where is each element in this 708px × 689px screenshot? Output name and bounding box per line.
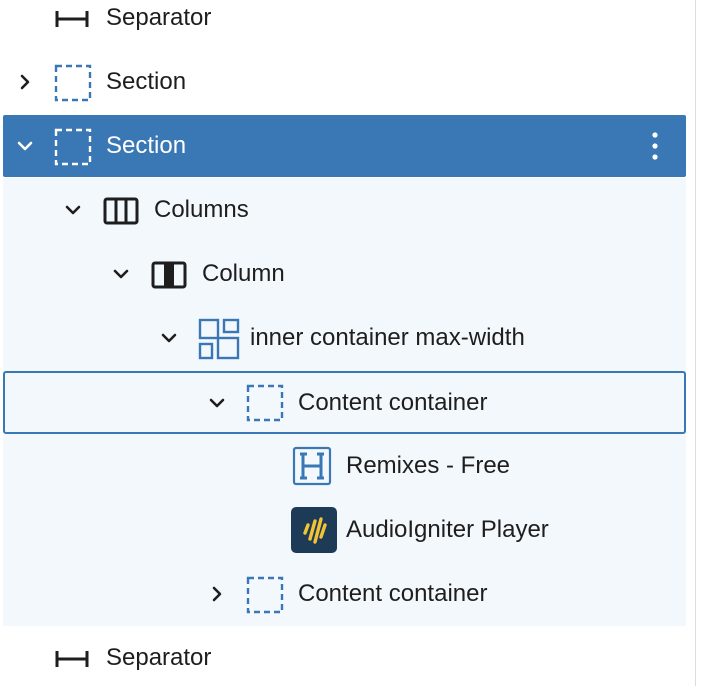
separator-icon (55, 651, 89, 667)
section-icon (54, 64, 92, 102)
tree-item-inner-container[interactable]: inner container max-width (3, 307, 686, 369)
chevron-down-icon[interactable] (63, 200, 83, 220)
container-icon (246, 384, 284, 422)
heading-icon (292, 446, 332, 486)
chevron-down-icon[interactable] (159, 328, 179, 348)
tree-item-label: Content container (298, 580, 488, 607)
tree-item-content-container[interactable]: Content container (3, 563, 686, 625)
tree-item-content-container-focused[interactable]: Content container (3, 371, 686, 434)
tree-item-separator[interactable]: Separator (3, 627, 686, 689)
tree-item-section[interactable]: Section (3, 51, 686, 113)
chevron-down-icon[interactable] (207, 393, 227, 413)
chevron-down-icon[interactable] (111, 264, 131, 284)
tree-item-label: Section (106, 132, 187, 159)
list-view-panel: Separator Section Section (3, 0, 686, 689)
chevron-right-icon[interactable] (15, 72, 35, 92)
selected-group-background (3, 178, 686, 626)
chevron-down-icon[interactable] (15, 136, 35, 156)
separator-icon (55, 11, 89, 27)
chevron-right-icon[interactable] (207, 584, 227, 604)
grid-layout-icon (198, 318, 240, 360)
section-icon (54, 128, 92, 166)
scrollbar-divider (695, 0, 696, 686)
tree-item-label: Section (106, 68, 187, 95)
tree-item-separator[interactable]: Separator (3, 0, 686, 49)
audioigniter-icon (291, 507, 337, 553)
tree-item-label: Separator (106, 644, 212, 671)
tree-item-label: Column (202, 260, 285, 287)
tree-item-columns[interactable]: Columns (3, 179, 686, 241)
tree-item-label: Remixes - Free (346, 452, 511, 479)
tree-item-label: AudioIgniter Player (346, 516, 549, 543)
tree-item-label: inner container max-width (250, 324, 525, 351)
more-vertical-icon[interactable] (648, 131, 662, 161)
tree-item-column[interactable]: Column (3, 243, 686, 305)
tree-item-audioigniter[interactable]: AudioIgniter Player (3, 499, 686, 561)
tree-item-heading[interactable]: Remixes - Free (3, 435, 686, 497)
tree-item-section-selected[interactable]: Section (3, 115, 686, 177)
tree-item-label: Separator (106, 4, 212, 31)
scrollbar-track[interactable] (696, 0, 708, 686)
columns-icon (103, 197, 139, 225)
tree-item-label: Content container (298, 389, 488, 416)
container-icon (246, 576, 284, 614)
column-icon (151, 261, 187, 289)
tree-item-label: Columns (154, 196, 249, 223)
